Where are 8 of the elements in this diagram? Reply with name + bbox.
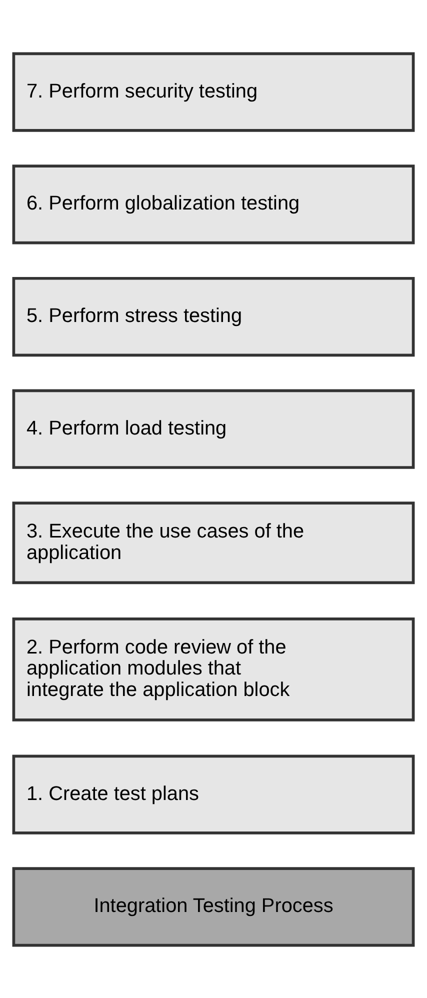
node-box: 5. Perform stress testing [12, 276, 415, 356]
node-box: 3. Execute the use cases of the application [12, 501, 415, 584]
node-box: 1. Create test plans [12, 754, 415, 834]
node-box: Integration Testing Process [12, 866, 415, 946]
node-box: 6. Perform globalization testing [12, 164, 415, 244]
node-box: 4. Perform load testing [12, 388, 415, 468]
node-box: 2. Perform code review of the application modules that integrate the application block [12, 617, 415, 721]
node-box: 7. Perform security testing [12, 52, 415, 132]
